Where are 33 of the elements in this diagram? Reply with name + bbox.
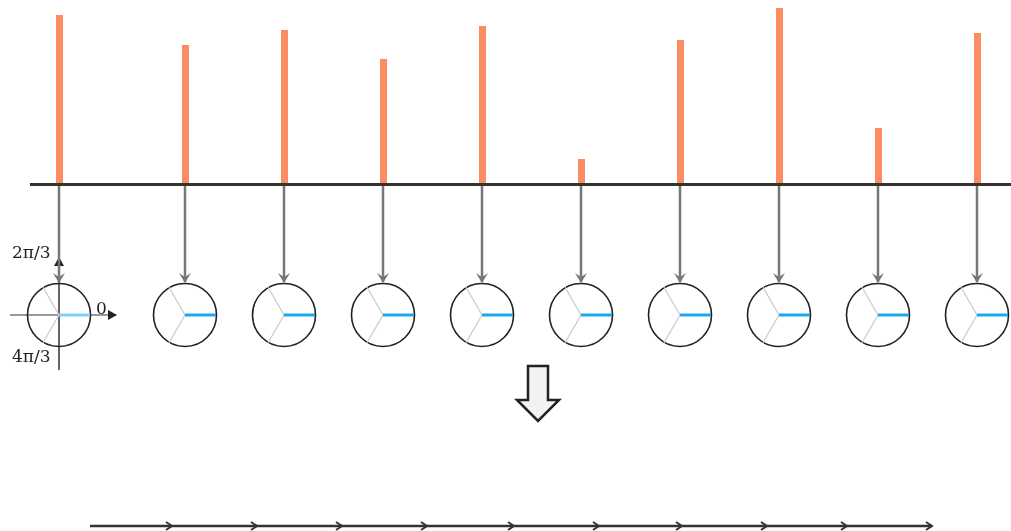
arrow <box>872 186 884 283</box>
fraction-label: 4π/3 <box>12 348 51 365</box>
amplitude-bar <box>874 128 882 183</box>
axis-label: 0 <box>96 300 107 317</box>
amplitude-bar <box>478 26 486 183</box>
phase-circle <box>26 282 92 348</box>
amplitude-bar <box>973 33 981 183</box>
arrow <box>278 186 290 283</box>
phase-circle <box>548 282 614 348</box>
arrow <box>773 186 785 283</box>
phase-circle <box>251 282 317 348</box>
phase-circle <box>350 282 416 348</box>
phase-circle <box>152 282 218 348</box>
amplitude-bar <box>181 45 189 183</box>
arrow <box>53 186 65 283</box>
phase-circle <box>449 282 515 348</box>
amplitude-bar <box>55 15 63 183</box>
arrow <box>971 186 983 283</box>
amplitude-bar <box>379 59 387 183</box>
phase-circle <box>746 282 812 348</box>
arrow <box>575 186 587 283</box>
amplitude-bar <box>676 40 684 183</box>
amplitude-bar <box>280 30 288 183</box>
arrow <box>674 186 686 283</box>
arrow <box>377 186 389 283</box>
phase-circle <box>845 282 911 348</box>
amplitude-bar <box>775 8 783 183</box>
arrow <box>476 186 488 283</box>
arrow <box>179 186 191 283</box>
amplitude-bar <box>577 159 585 183</box>
phase-circle <box>647 282 713 348</box>
fraction-label: 2π/3 <box>12 244 51 261</box>
phase-circle <box>944 282 1010 348</box>
